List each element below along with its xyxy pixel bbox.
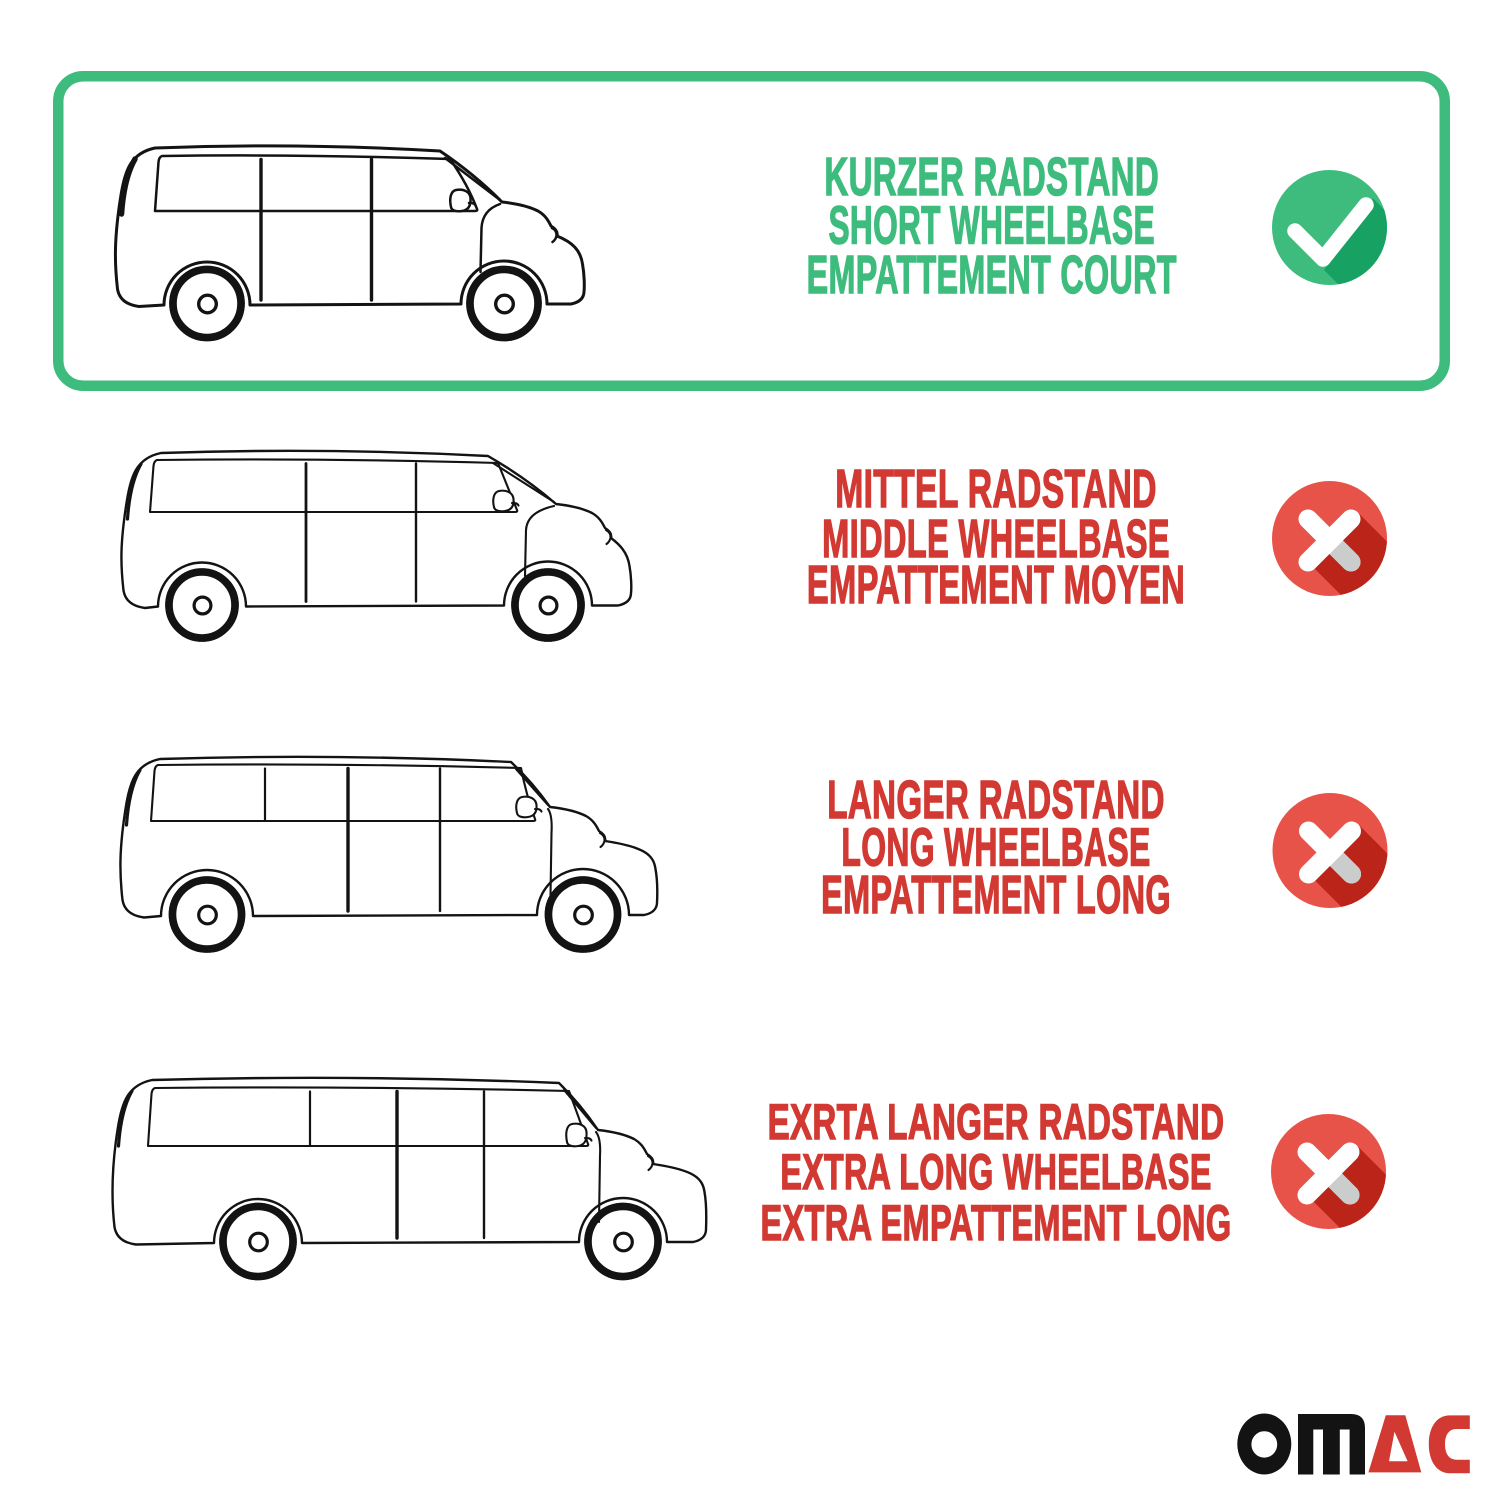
svg-text:MIDDLE WHEELBASE: MIDDLE WHEELBASE	[822, 510, 1170, 569]
svg-text:EXTRA EMPATTEMENT LONG: EXTRA EMPATTEMENT LONG	[760, 1195, 1231, 1251]
svg-text:LANGER RADSTAND: LANGER RADSTAND	[827, 771, 1165, 830]
svg-text:SHORT WHEELBASE: SHORT WHEELBASE	[829, 196, 1155, 256]
svg-text:LONG WHEELBASE: LONG WHEELBASE	[841, 818, 1150, 878]
svg-text:EMPATTEMENT MOYEN: EMPATTEMENT MOYEN	[807, 556, 1185, 615]
svg-text:MITTEL RADSTAND: MITTEL RADSTAND	[835, 460, 1157, 519]
svg-text:EXTRA LONG WHEELBASE: EXTRA LONG WHEELBASE	[780, 1144, 1211, 1200]
svg-text:KURZER RADSTAND: KURZER RADSTAND	[824, 148, 1159, 207]
svg-text:EMPATTEMENT COURT: EMPATTEMENT COURT	[807, 246, 1177, 305]
svg-text:EXRTA LANGER RADSTAND: EXRTA LANGER RADSTAND	[768, 1094, 1225, 1149]
svg-text:EMPATTEMENT LONG: EMPATTEMENT LONG	[821, 866, 1171, 925]
